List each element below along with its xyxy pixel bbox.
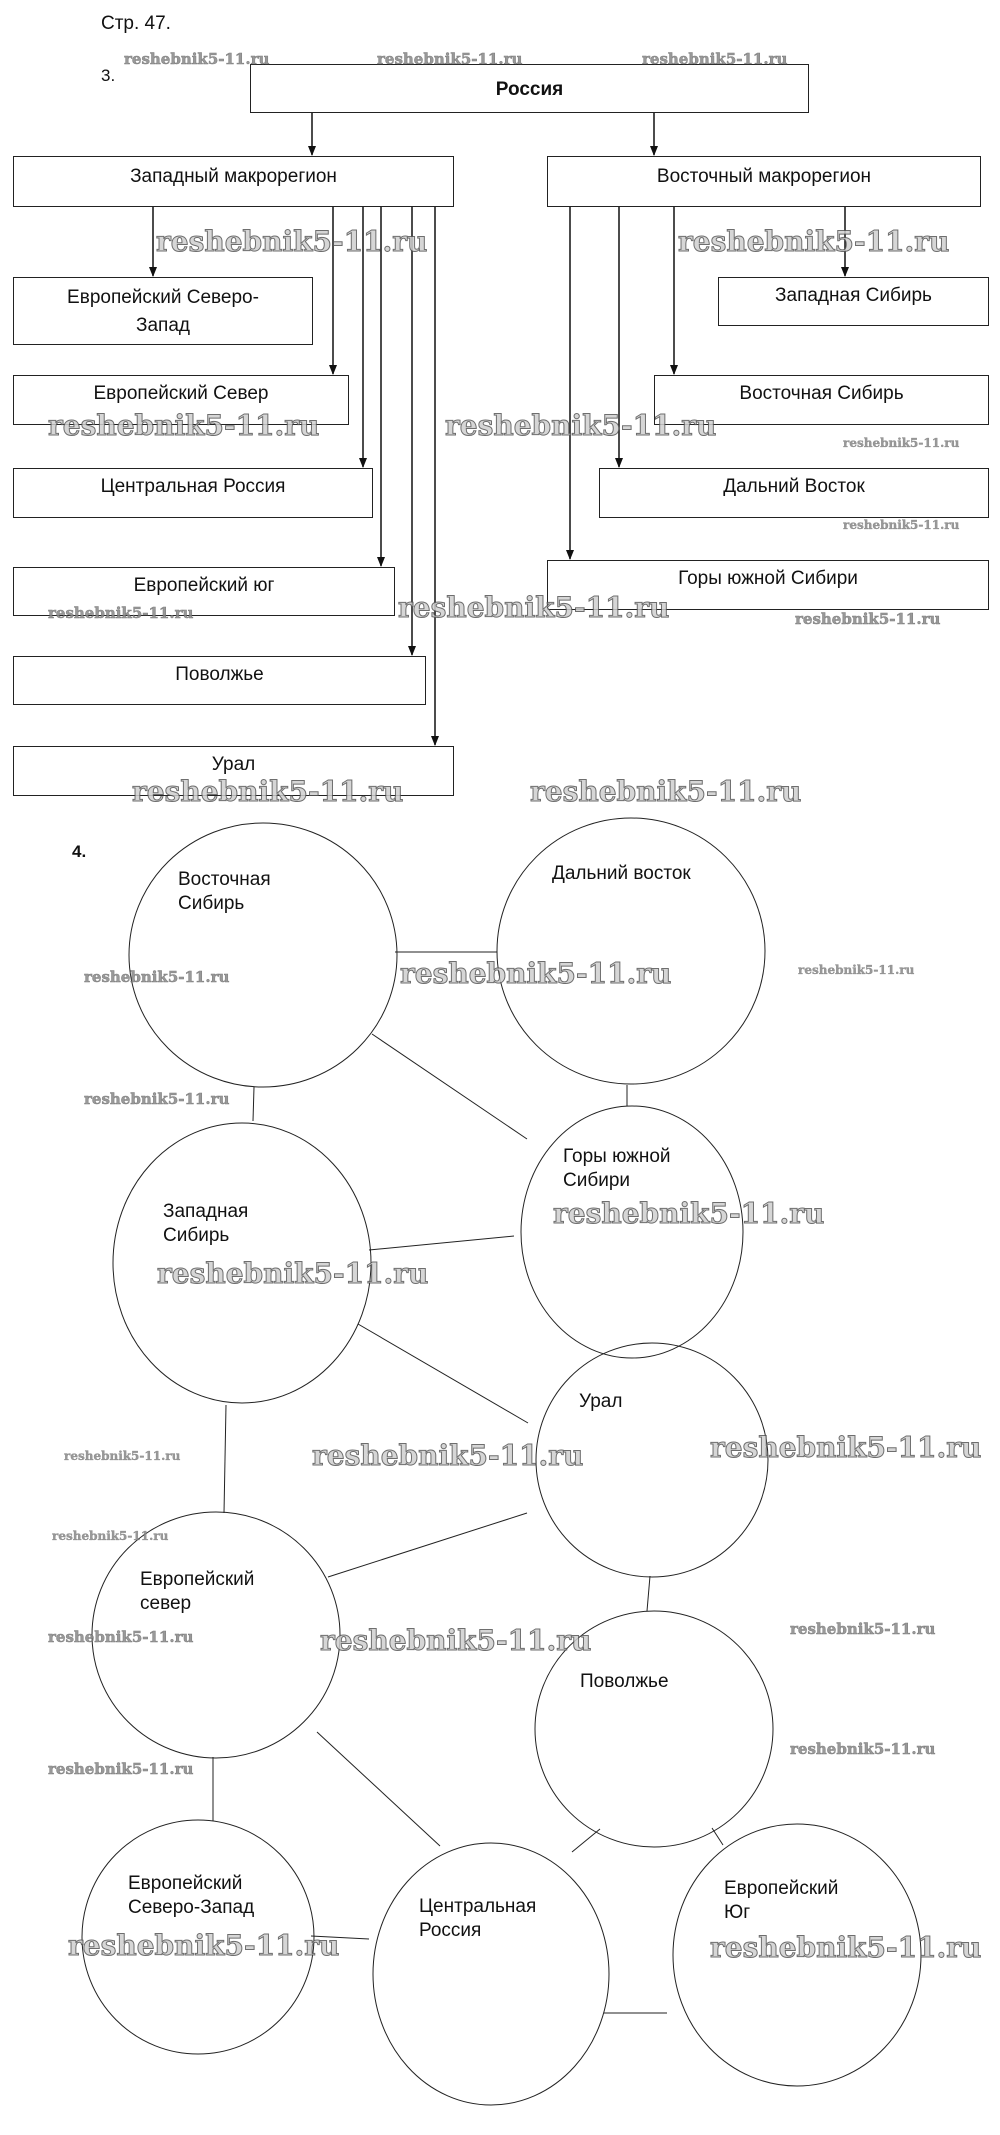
box-eur-northwest: Европейский Северо- Запад — [13, 277, 313, 345]
box-eur-north: Европейский Север — [13, 375, 349, 425]
watermark: reshebnik5-11.ru — [444, 409, 717, 442]
link-pov-cr — [571, 1828, 601, 1853]
watermark: reshebnik5-11.ru — [709, 1431, 982, 1464]
watermark: reshebnik5-11.ru — [709, 1931, 982, 1964]
watermark: reshebnik5-11.ru — [84, 1090, 230, 1108]
watermark: reshebnik5-11.ru — [798, 963, 915, 977]
box-far-east: Дальний Восток — [599, 468, 989, 518]
page-number: Стр. 47. — [101, 13, 171, 34]
watermark: reshebnik5-11.ru — [319, 1624, 592, 1657]
box-south-siberia-mountains: Горы южной Сибири — [547, 560, 989, 610]
label-east-siberia: Восточная Сибирь — [178, 869, 271, 914]
arrowheads — [149, 146, 849, 746]
watermark: reshebnik5-11.ru — [155, 225, 428, 258]
watermark: reshebnik5-11.ru — [48, 604, 194, 622]
watermark: reshebnik5-11.ru — [47, 409, 320, 442]
watermark: reshebnik5-11.ru — [52, 1529, 169, 1543]
box-east-siberia: Восточная Сибирь — [654, 375, 989, 425]
link-esev-ural — [327, 1512, 528, 1578]
circle-esev — [91, 1511, 341, 1759]
link-vs-zs — [252, 1086, 255, 1122]
label-central-russia: Центральная Россия — [419, 1896, 537, 1941]
label-south-siberia-mountains: Горы южной Сибири — [563, 1146, 671, 1191]
label-west-siberia: Западная Сибирь — [163, 1201, 249, 1246]
watermark: reshebnik5-11.ru — [399, 957, 672, 990]
task-3-number: 3. — [101, 66, 116, 85]
box-west-siberia: Западная Сибирь — [718, 277, 989, 326]
link-ural-pov — [646, 1575, 651, 1612]
watermark: reshebnik5-11.ru — [790, 1620, 936, 1638]
box-west-macroregion: Западный макрорегион — [13, 156, 454, 207]
watermark: reshebnik5-11.ru — [843, 436, 960, 450]
box-russia: Россия — [250, 64, 809, 113]
watermark: reshebnik5-11.ru — [529, 775, 802, 808]
circle-pov — [534, 1610, 774, 1848]
watermark: reshebnik5-11.ru — [156, 1257, 429, 1290]
link-esz-cr — [310, 1935, 370, 1940]
watermark: reshebnik5-11.ru — [124, 50, 270, 68]
watermark: reshebnik5-11.ru — [48, 1760, 194, 1778]
watermark: reshebnik5-11.ru — [642, 50, 788, 68]
box-volga: Поволжье — [13, 656, 426, 705]
watermark: reshebnik5-11.ru — [311, 1439, 584, 1472]
task-4-number: 4. — [72, 842, 87, 861]
label-far-east: Дальний восток — [552, 863, 691, 884]
watermark: reshebnik5-11.ru — [131, 775, 404, 808]
link-zs-esev — [223, 1404, 227, 1514]
circle-zs — [112, 1122, 372, 1404]
circle-eyug — [672, 1823, 922, 2087]
watermark: reshebnik5-11.ru — [843, 518, 960, 532]
circle-dv — [496, 817, 766, 1085]
circle-gs — [520, 1105, 744, 1359]
watermark: reshebnik5-11.ru — [67, 1929, 340, 1962]
watermark: reshebnik5-11.ru — [64, 1449, 181, 1463]
link-esev-cr — [316, 1731, 441, 1847]
label-eur-north: Европейский север — [140, 1569, 255, 1614]
label-eur-northwest: Европейский Северо-Запад — [128, 1873, 255, 1918]
link-vs-gs — [371, 1033, 528, 1140]
label-volga: Поволжье — [580, 1671, 669, 1692]
watermark: reshebnik5-11.ru — [377, 50, 523, 68]
watermark: reshebnik5-11.ru — [790, 1740, 936, 1758]
watermark: reshebnik5-11.ru — [677, 225, 950, 258]
watermark: reshebnik5-11.ru — [48, 1628, 194, 1646]
circle-ural — [535, 1342, 769, 1578]
link-zs-gs — [368, 1235, 515, 1251]
link-pov-eyug — [711, 1827, 724, 1846]
box-eur-south: Европейский юг — [13, 567, 395, 616]
box-central-russia: Центральная Россия — [13, 468, 373, 518]
box-ural: Урал — [13, 746, 454, 796]
circle-vs — [128, 822, 398, 1088]
watermark: reshebnik5-11.ru — [84, 968, 230, 986]
circle-esz — [81, 1819, 315, 2055]
watermark: reshebnik5-11.ru — [397, 591, 670, 624]
label-eur-south: Европейский Юг — [724, 1878, 839, 1923]
circle-cr — [372, 1842, 610, 2106]
watermark: reshebnik5-11.ru — [795, 610, 941, 628]
watermark: reshebnik5-11.ru — [552, 1197, 825, 1230]
box-east-macroregion: Восточный макрорегион — [547, 156, 981, 207]
label-ural: Урал — [579, 1391, 623, 1412]
link-zs-ural — [357, 1323, 529, 1424]
